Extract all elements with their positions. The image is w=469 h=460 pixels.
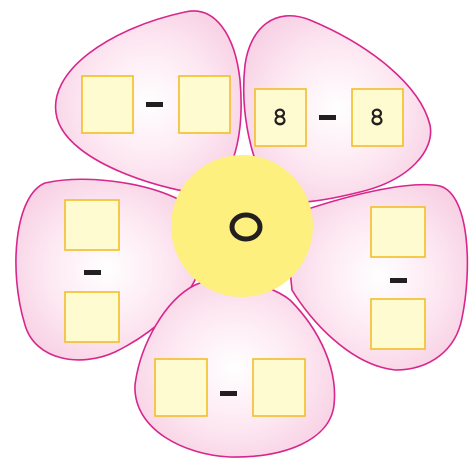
- minus-sign: [319, 115, 336, 120]
- petal-left-top-value: [67, 210, 117, 240]
- petal-right-top-value: [373, 217, 423, 247]
- minus-sign: [84, 270, 101, 275]
- petal-top-right-right-value: ৪: [352, 102, 402, 132]
- petal-top-right-left-value: ৪: [255, 102, 305, 132]
- petal-top-left-left-value: [82, 89, 132, 119]
- petal-left-bottom-value: [67, 302, 117, 332]
- petal-bottom-right-value: [254, 372, 304, 402]
- petal-bottom-left-value: [156, 372, 206, 402]
- minus-sign: [390, 278, 407, 283]
- petal-right-bottom-value: [373, 309, 423, 339]
- minus-sign: [146, 102, 163, 107]
- petal-top-left-right-value: [179, 89, 229, 119]
- flower-center: [171, 155, 313, 297]
- minus-sign: [220, 391, 237, 396]
